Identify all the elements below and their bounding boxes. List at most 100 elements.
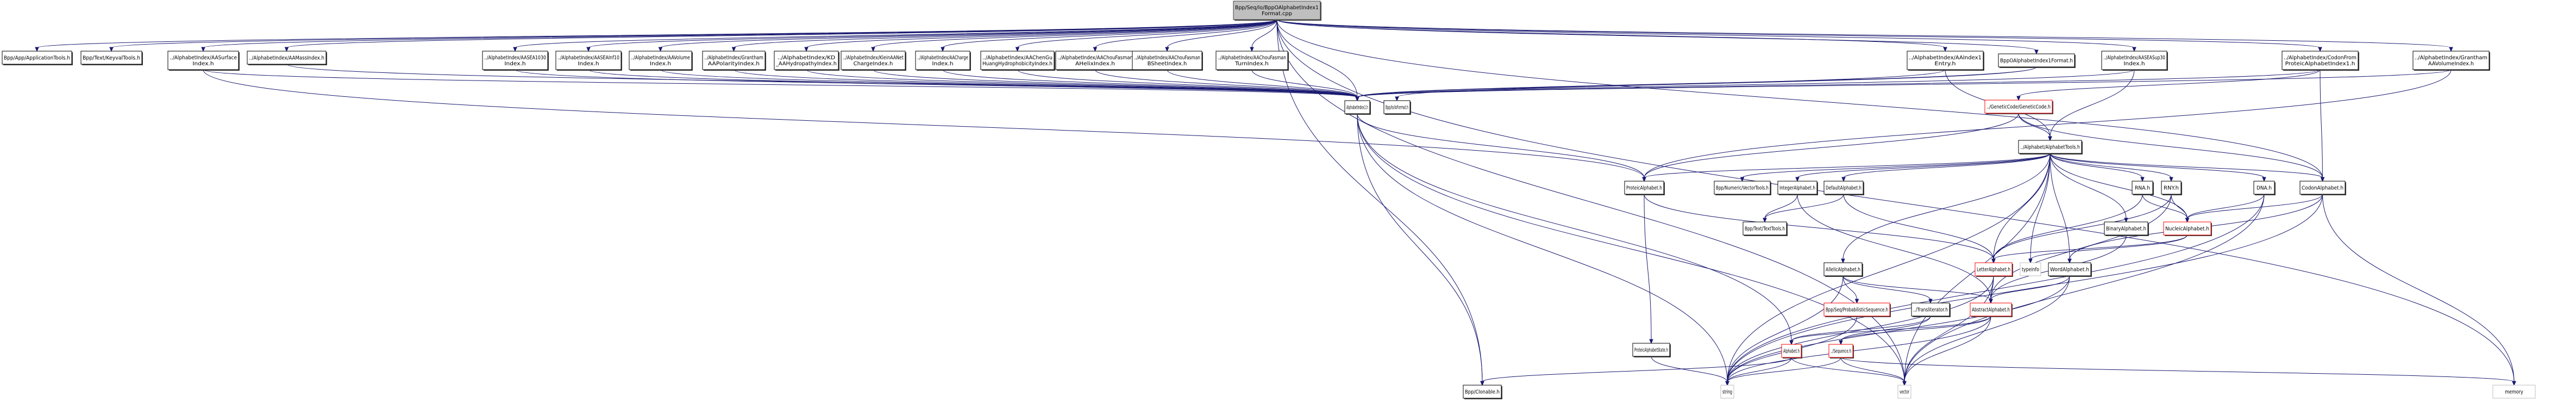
edge-line — [1251, 19, 1277, 48]
edge-root-to-aaseainf10 — [586, 19, 1277, 52]
node-word[interactable]: WordAlphabet.h — [2048, 262, 2092, 277]
node-label: WordAlphabet.h — [2050, 267, 2089, 273]
node-abstract[interactable]: AbstractAlphabet.h — [1970, 302, 2013, 317]
edge-rna-to-nucleic — [2142, 194, 2190, 223]
node-box — [1823, 262, 1863, 276]
node-string: string — [1720, 385, 1734, 399]
node-box — [980, 51, 1055, 70]
node-apptools[interactable]: Bpp/App/ApplicationTools.h — [2, 51, 73, 65]
node-default[interactable]: DefaultAlphabet.h — [1823, 181, 1864, 195]
edge-codon-to-memory — [2322, 194, 2516, 386]
node-granthampol[interactable]: ../AlphabetIndex/GranthamAAPolarityIndex… — [702, 51, 766, 71]
edge-line — [1644, 153, 2051, 178]
node-dna[interactable]: DNA.h — [2253, 181, 2276, 195]
edge-line — [2142, 194, 2188, 219]
node-box — [1720, 385, 1734, 399]
arrowhead-icon — [2449, 47, 2453, 52]
edge-line — [660, 19, 1277, 48]
node-alphaindex1[interactable]: AlphabetIndex1.h — [1344, 100, 1371, 115]
arrowhead-icon — [2048, 136, 2052, 141]
node-cfsheet[interactable]: ../AlphabetIndex/AAChouFasmanBSheetIndex… — [1132, 51, 1203, 71]
node-rna[interactable]: RNA.h — [2132, 181, 2154, 195]
node-label: vector — [1900, 389, 1910, 395]
edge-line — [1797, 194, 1991, 300]
node-nucleic[interactable]: NucleicAlphabet.h — [2163, 221, 2212, 236]
node-probseq[interactable]: Bpp/Seq/ProbabilisticSequence.h — [1823, 302, 1891, 317]
node-rny[interactable]: RNY.h — [2161, 181, 2182, 195]
node-binary[interactable]: BinaryAlphabet.h — [2104, 221, 2149, 236]
arrowhead-icon — [1015, 47, 1020, 52]
node-memory: memory — [2492, 385, 2536, 399]
edge-line — [1843, 153, 2051, 178]
node-label: ../AlphabetIndex/AAChouFasman — [1134, 55, 1200, 61]
node-ioformat[interactable]: Bpp/Io/IoFormat.h — [1383, 100, 1411, 115]
node-label: BSheetIndex.h — [1148, 61, 1187, 67]
edge-line — [1842, 275, 1857, 300]
node-label: ../GeneticCode/GeneticCode.h — [1986, 104, 2051, 110]
node-label: ../AlphabetIndex/KD — [778, 55, 836, 61]
node-aamass[interactable]: ../AlphabetIndex/AAMassIndex.h — [247, 51, 327, 65]
node-label: AllelicAlphabet.h — [1826, 267, 1860, 273]
arrowhead-icon — [586, 47, 591, 52]
edge-line — [1990, 194, 2172, 300]
edge-line — [1276, 19, 2452, 48]
edge-line — [1357, 69, 1946, 98]
node-box — [247, 51, 327, 65]
node-cfhelix[interactable]: ../AlphabetIndex/AAChouFasmanAHelixIndex… — [1055, 51, 1136, 71]
edge-codon-to-nucleic — [2185, 194, 2323, 223]
node-label: AbstractAlphabet.h — [1972, 307, 2010, 313]
node-label: AHelixIndex.h — [1075, 61, 1115, 67]
edge-line — [1396, 66, 2037, 98]
edge-line — [1017, 69, 1358, 98]
edge-root-to-bppofmt — [1276, 19, 2039, 55]
edge-line — [1840, 316, 1991, 342]
node-protstate[interactable]: ProteicAlphabetState.h — [1632, 343, 1671, 357]
node-aavolume[interactable]: ../AlphabetIndex/AAVolumeIndex.h — [629, 51, 693, 71]
edge-line — [1993, 153, 2051, 260]
node-keyval[interactable]: Bpp/Text/KeyvalTools.h — [80, 51, 143, 65]
node-translit[interactable]: ../Transliterator.h — [1911, 302, 1951, 317]
node-alphatools[interactable]: ../Alphabet/AlphabetTools.h — [2018, 140, 2083, 154]
node-kd[interactable]: ../AlphabetIndex/KD_AAHydropathyIndex.h — [774, 51, 839, 71]
arrowhead-icon — [1854, 299, 1859, 304]
node-allelic[interactable]: AllelicAlphabet.h — [1823, 262, 1863, 277]
node-letter[interactable]: LetterAlphabet.h — [1975, 262, 2013, 277]
node-sequence[interactable]: ../Sequence.h — [1828, 344, 1854, 358]
node-integer[interactable]: IntegerAlphabet.h — [1777, 181, 1818, 195]
node-label: ../Transliterator.h — [1913, 307, 1948, 313]
node-vectortools[interactable]: Bpp/Numeric/VectorTools.h — [1714, 181, 1771, 195]
node-codonfrom[interactable]: ../AlphabetIndex/CodonFromProteicAlphabe… — [2282, 51, 2359, 71]
edge-line — [942, 19, 1277, 48]
edge-line — [1357, 113, 1905, 382]
node-clonable[interactable]: Bpp/Clonable.h — [1463, 385, 1502, 399]
arrowhead-icon — [1740, 177, 1745, 182]
arrowhead-icon — [1943, 47, 1947, 52]
node-label: memory — [2505, 389, 2523, 395]
node-geneticcode[interactable]: ../GeneticCode/GeneticCode.h — [1984, 100, 2053, 114]
node-label: BinaryAlphabet.h — [2106, 226, 2146, 232]
node-proteic[interactable]: ProteicAlphabet.h — [1624, 181, 1665, 195]
node-chengu[interactable]: ../AlphabetIndex/AAChenGuHuangHydrophobi… — [980, 51, 1055, 71]
edge-line — [2018, 113, 2051, 138]
edge-line — [806, 69, 1358, 98]
edge-line — [588, 19, 1277, 48]
node-alphabet[interactable]: Alphabet.h — [1781, 344, 1802, 358]
edge-root-to-aacharge — [941, 19, 1277, 52]
node-texttools[interactable]: Bpp/Text/TextTools.h — [1743, 221, 1788, 236]
node-bppofmt[interactable]: BppOAlphabetIndex1Format.h — [1998, 53, 2076, 68]
node-codon[interactable]: CodonAlphabet.h — [2299, 181, 2346, 195]
edge-layer — [35, 19, 2516, 386]
edge-root-to-aasea1030 — [513, 19, 1277, 52]
node-box — [1984, 100, 2053, 114]
node-label: ChargeIndex.h — [854, 61, 893, 67]
node-box — [1055, 51, 1135, 70]
